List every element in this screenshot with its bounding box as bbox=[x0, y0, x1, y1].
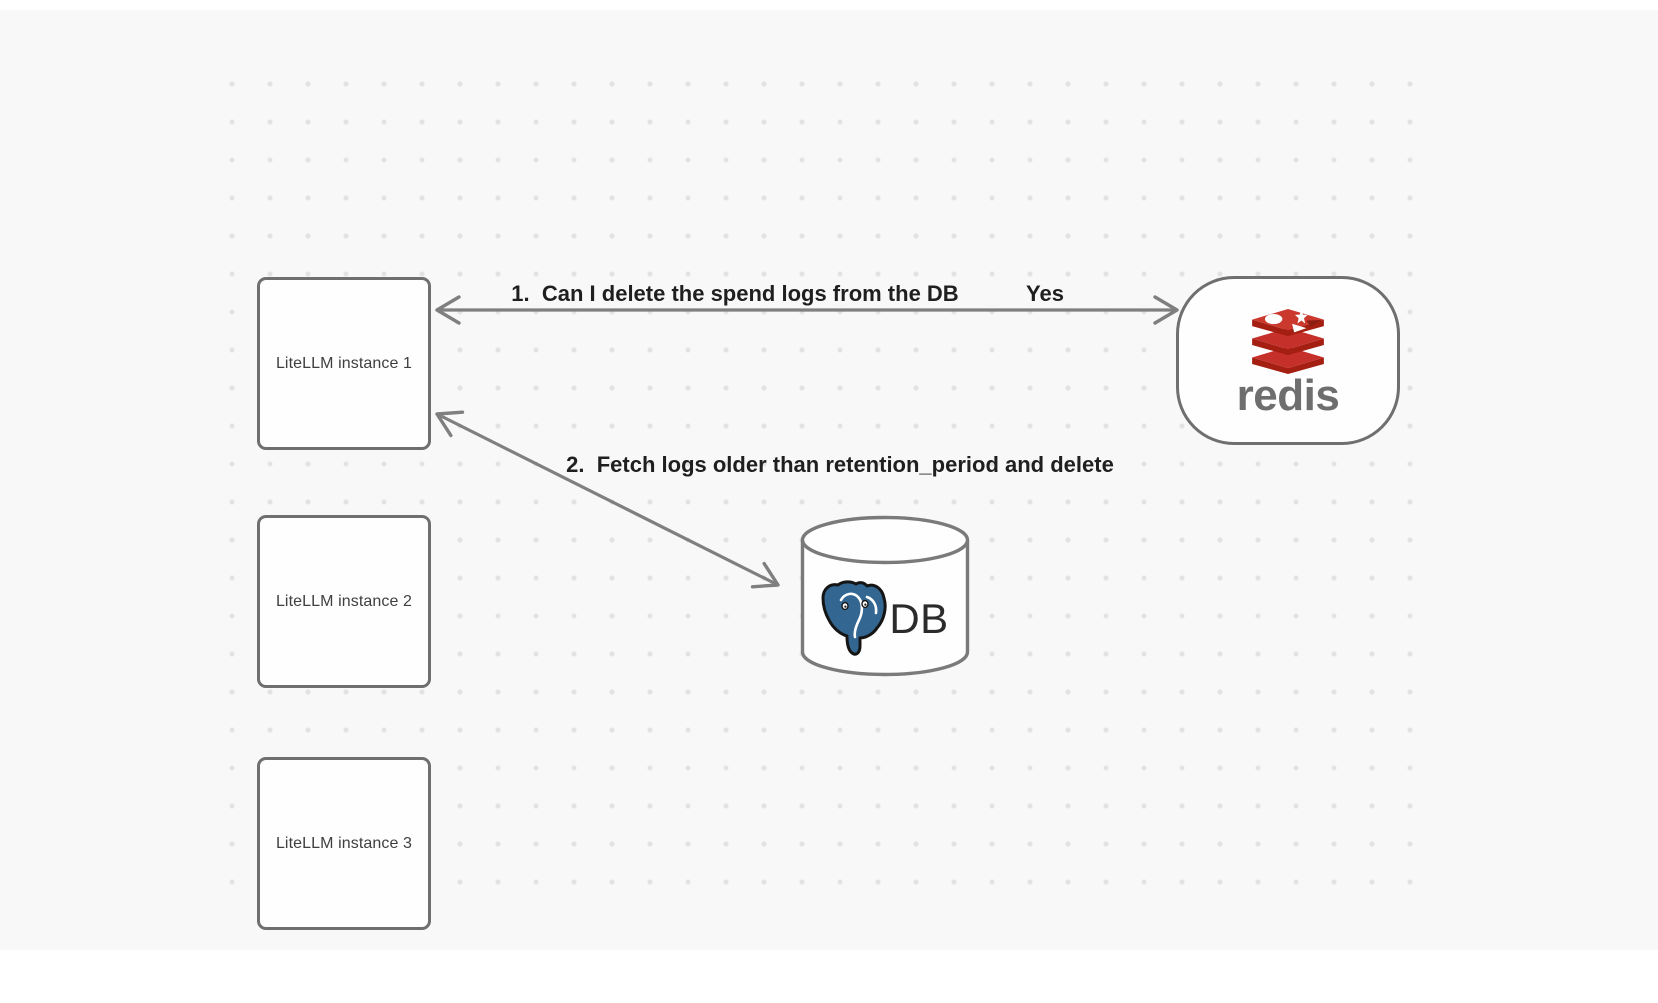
postgresql-elephant-icon bbox=[821, 580, 887, 656]
edge-litellm-db-arrow bbox=[435, 410, 780, 589]
edge1-label: 1. Can I delete the spend logs from the … bbox=[511, 281, 959, 306]
node-litellm-instance-2: LiteLLM instance 2 bbox=[257, 515, 431, 688]
bottom-white-margin bbox=[0, 950, 1658, 1003]
node-redis: redis bbox=[1176, 276, 1400, 445]
edge1-reply-label: Yes bbox=[1026, 281, 1064, 306]
edge2-label: 2. Fetch logs older than retention_perio… bbox=[566, 452, 1114, 477]
node-database: DB bbox=[800, 515, 970, 677]
top-white-margin bbox=[0, 0, 1658, 10]
database-label: DB bbox=[889, 595, 949, 642]
node-label: LiteLLM instance 3 bbox=[275, 834, 413, 852]
node-litellm-instance-3: LiteLLM instance 3 bbox=[257, 757, 431, 930]
node-label: LiteLLM instance 1 bbox=[275, 354, 413, 372]
redis-wordmark: redis bbox=[1236, 371, 1340, 420]
node-litellm-instance-1: LiteLLM instance 1 bbox=[257, 277, 431, 450]
redis-stack-icon bbox=[1252, 309, 1324, 374]
node-label: LiteLLM instance 2 bbox=[275, 592, 413, 610]
